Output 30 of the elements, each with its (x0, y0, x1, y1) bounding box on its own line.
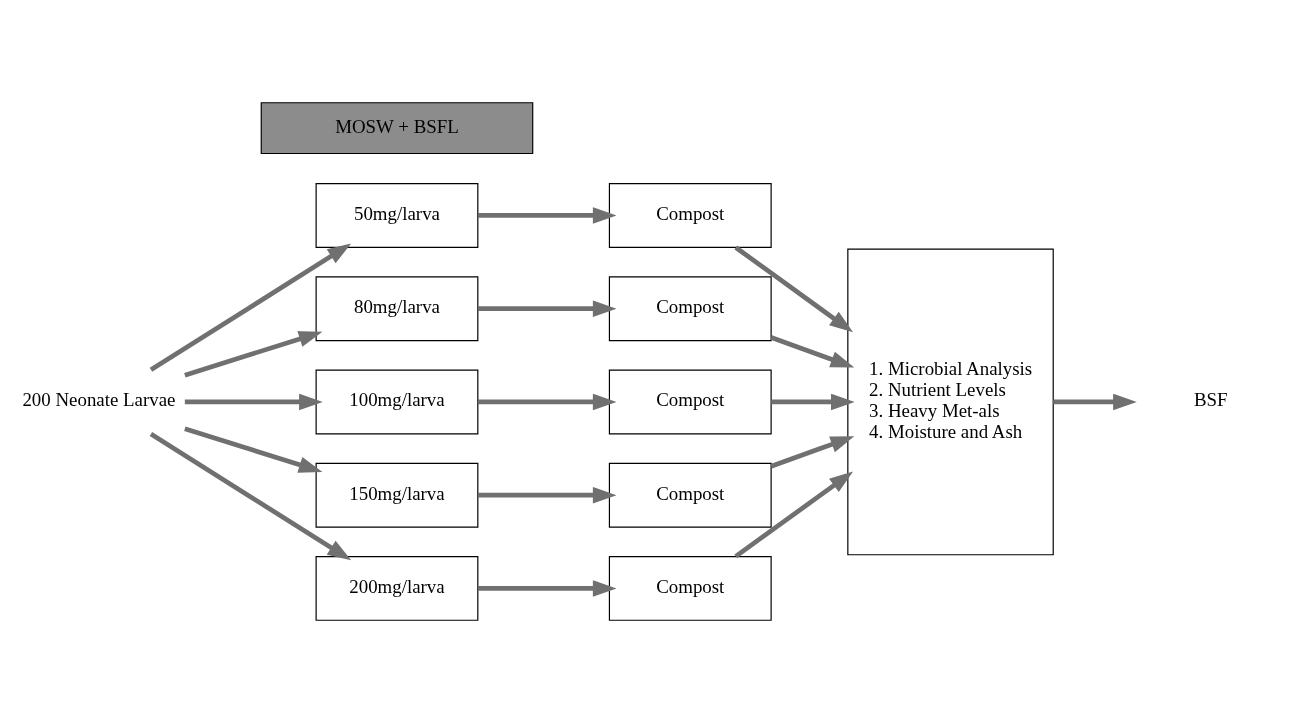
node-box: 200mg/larva (315, 555, 479, 621)
node-box: MOSW + BSFL (260, 102, 534, 155)
node-box: 80mg/larva (315, 276, 479, 342)
arrow (770, 335, 855, 368)
arrow (184, 393, 323, 411)
arrow (184, 426, 323, 473)
node-box: Compost (608, 555, 772, 621)
arrow (478, 393, 617, 411)
node-box: Compost (608, 183, 772, 248)
arrow (184, 331, 323, 378)
arrow (734, 245, 854, 333)
node-box: 50mg/larva (315, 183, 479, 248)
arrow (1053, 393, 1137, 411)
node-text: BSF (1193, 389, 1228, 411)
node-box: Compost (608, 276, 772, 342)
node-text: 200 Neonate Larvae (22, 389, 176, 411)
node-box: 100mg/larva (315, 369, 479, 435)
arrow (771, 393, 855, 411)
node-box: Compost (608, 369, 772, 435)
node-box: Compost (608, 462, 772, 528)
arrow (478, 486, 617, 504)
arrow (149, 243, 352, 372)
arrow (149, 432, 352, 561)
arrow (478, 207, 617, 224)
node-box: 150mg/larva (315, 462, 479, 528)
arrow (770, 436, 855, 469)
arrow (734, 471, 854, 559)
arrow (478, 580, 617, 597)
node-box: 1. Microbial Analysis 2. Nutrient Levels 3. Heavy Met-als 4. Moisture and Ash (847, 248, 1054, 556)
arrow (478, 300, 617, 317)
